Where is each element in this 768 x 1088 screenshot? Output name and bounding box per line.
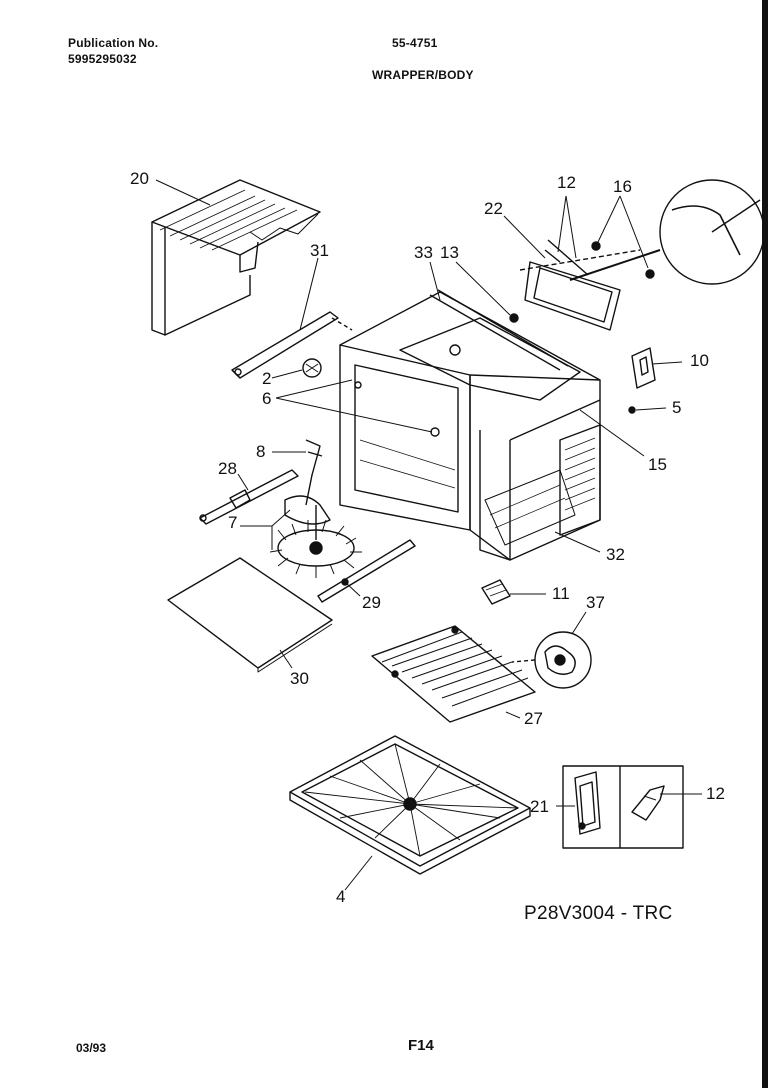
callout-6: 6 <box>262 389 272 408</box>
callout-15: 15 <box>648 455 667 474</box>
footer-date: 03/93 <box>76 1041 107 1055</box>
callout-21: 21 <box>530 797 549 816</box>
inset-box-21-12 <box>562 765 684 849</box>
model-code: 55-4751 <box>392 36 438 50</box>
part-7-fan <box>269 495 362 578</box>
callout-7: 7 <box>228 513 238 532</box>
callout-28: 28 <box>218 459 237 478</box>
publication-number: 5995295032 <box>68 52 137 66</box>
part-28-motor-bracket <box>199 469 299 525</box>
callout-2: 2 <box>262 369 272 388</box>
callout-12-top: 12 <box>557 173 576 192</box>
publication-label: Publication No. <box>68 36 159 50</box>
part-16-screw-b <box>645 269 655 279</box>
callout-5: 5 <box>672 398 682 417</box>
part-37-detail <box>511 631 592 689</box>
callout-29: 29 <box>362 593 381 612</box>
part-30-panel <box>167 557 333 673</box>
callout-27: 27 <box>524 709 543 728</box>
detail-zoom-circle <box>659 179 765 285</box>
callout-8: 8 <box>256 442 266 461</box>
part-10-bracket <box>631 347 656 389</box>
part-11-clip <box>481 579 511 605</box>
callout-10: 10 <box>690 351 709 370</box>
part-13-screw <box>509 313 519 323</box>
part-16-screw-a <box>591 241 601 251</box>
part-22-bracket <box>519 239 661 331</box>
callout-32: 32 <box>606 545 625 564</box>
part-5-screw <box>628 406 636 414</box>
callout-16: 16 <box>613 177 632 196</box>
leader-lines <box>155 179 702 891</box>
part-4-broiler-pan <box>289 735 531 875</box>
page-edge <box>762 0 768 1088</box>
callout-33: 33 <box>414 243 433 262</box>
callout-37: 37 <box>586 593 605 612</box>
section-title: WRAPPER/BODY <box>372 68 474 82</box>
part-31-rail <box>231 311 353 379</box>
oven-body <box>339 289 601 561</box>
callout-11: 11 <box>552 584 570 603</box>
part-20-top-wrapper <box>151 179 321 336</box>
footer-page-number: F14 <box>408 1037 434 1054</box>
callout-4: 4 <box>336 887 346 906</box>
callout-20: 20 <box>130 169 149 188</box>
part-2-bracket <box>302 358 322 378</box>
part-27-oven-rack <box>371 625 536 723</box>
callout-13: 13 <box>440 243 459 262</box>
model-label: P28V3004 - TRC <box>524 903 673 924</box>
callout-12-inset: 12 <box>706 784 725 803</box>
callout-31: 31 <box>310 241 329 260</box>
callout-30: 30 <box>290 669 309 688</box>
callout-22: 22 <box>484 199 503 218</box>
part-8-spit <box>305 439 323 506</box>
